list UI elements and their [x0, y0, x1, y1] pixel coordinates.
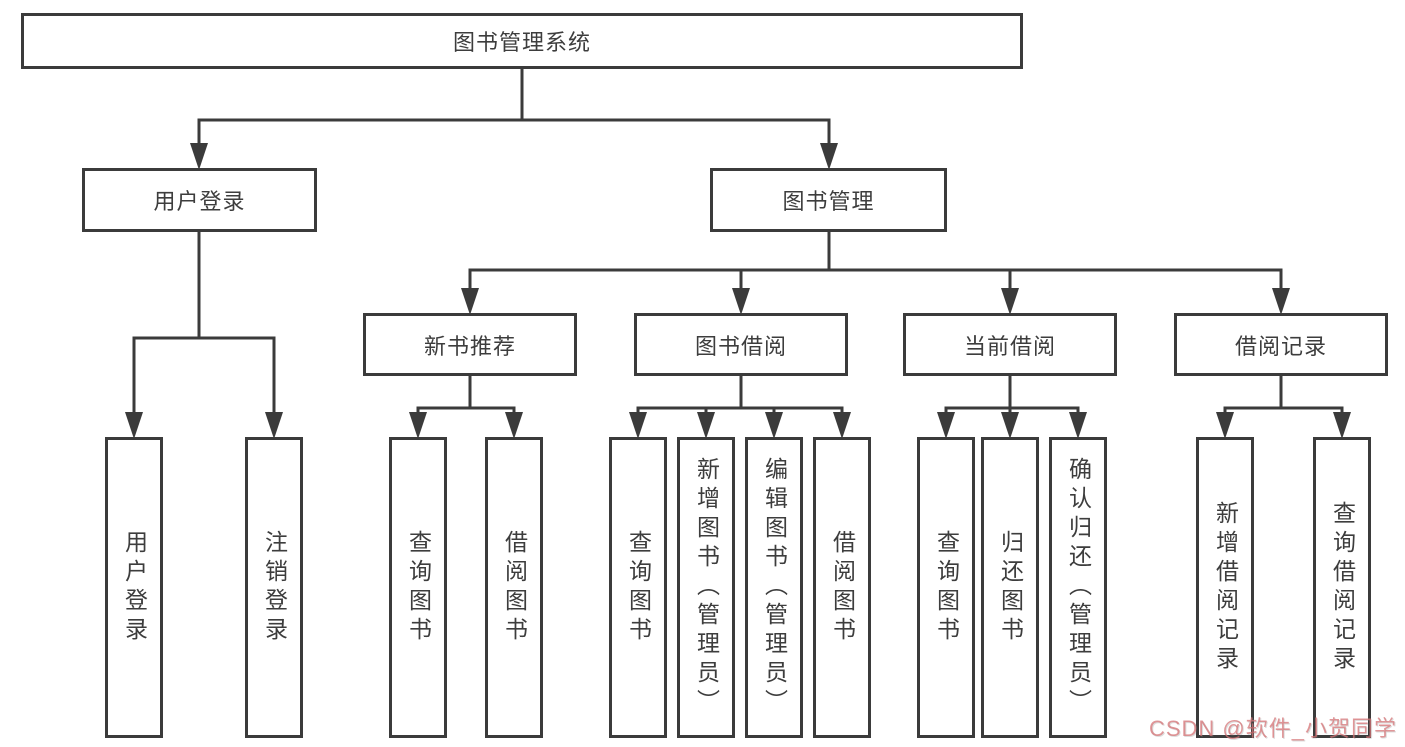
leaf-bookborrow-query-label: 查询图书 [625, 529, 652, 646]
node-borrow-record-label: 借阅记录 [1234, 333, 1327, 359]
leaf-logout-label: 注销登录 [261, 529, 288, 646]
leaf-current-return-label: 归还图书 [997, 529, 1024, 646]
leaf-record-query: 查询借阅记录 [1313, 437, 1371, 738]
node-borrow-record: 借阅记录 [1174, 313, 1388, 376]
connector-book-borrow [636, 374, 844, 416]
connector-current-borrow [944, 374, 1080, 416]
connector-borrow-record [1223, 374, 1344, 416]
leaf-user-login-label: 用户登录 [121, 529, 148, 646]
leaf-record-add-label: 新增借阅记录 [1212, 500, 1239, 675]
leaf-user-login: 用户登录 [105, 437, 163, 738]
leaf-newbook-borrow: 借阅图书 [485, 437, 543, 738]
csdn-watermark: CSDN @软件_小贺同学 [1148, 716, 1397, 741]
node-new-book-rec: 新书推荐 [363, 313, 577, 376]
node-root-label: 图书管理系统 [452, 30, 591, 55]
leaf-record-query-label: 查询借阅记录 [1329, 500, 1356, 675]
node-user-login-label: 用户登录 [153, 189, 246, 214]
leaf-bookborrow-add-label: 新增图书（管理员） [693, 457, 720, 718]
node-book-borrow-label: 图书借阅 [694, 333, 787, 359]
leaf-newbook-borrow-label: 借阅图书 [501, 529, 528, 646]
node-root: 图书管理系统 [21, 13, 1023, 69]
connector-user-login [132, 230, 276, 416]
leaf-current-query-label: 查询图书 [933, 529, 960, 646]
leaf-current-confirm-label: 确认归还（管理员） [1065, 457, 1092, 718]
connector-root [197, 67, 831, 148]
node-current-borrow-label: 当前借阅 [963, 333, 1056, 359]
leaf-bookborrow-borrow-label: 借阅图书 [829, 529, 856, 646]
leaf-current-return: 归还图书 [981, 437, 1039, 738]
leaf-bookborrow-edit: 编辑图书（管理员） [745, 437, 803, 738]
connector-new-book [416, 374, 516, 416]
leaf-bookborrow-borrow: 借阅图书 [813, 437, 871, 738]
leaf-newbook-query: 查询图书 [389, 437, 447, 738]
leaf-current-confirm: 确认归还（管理员） [1049, 437, 1107, 738]
leaf-bookborrow-edit-label: 编辑图书（管理员） [761, 457, 788, 718]
node-book-mgmt-label: 图书管理 [782, 189, 875, 214]
node-book-mgmt: 图书管理 [710, 168, 947, 232]
leaf-current-query: 查询图书 [917, 437, 975, 738]
node-book-borrow: 图书借阅 [634, 313, 848, 376]
leaf-logout: 注销登录 [245, 437, 303, 738]
connector-book-mgmt [468, 230, 1283, 293]
leaf-bookborrow-add: 新增图书（管理员） [677, 437, 735, 738]
leaf-record-add: 新增借阅记录 [1196, 437, 1254, 738]
node-current-borrow: 当前借阅 [903, 313, 1117, 376]
leaf-newbook-query-label: 查询图书 [405, 529, 432, 646]
node-user-login: 用户登录 [82, 168, 317, 232]
leaf-bookborrow-query: 查询图书 [609, 437, 667, 738]
node-new-book-rec-label: 新书推荐 [423, 333, 516, 359]
